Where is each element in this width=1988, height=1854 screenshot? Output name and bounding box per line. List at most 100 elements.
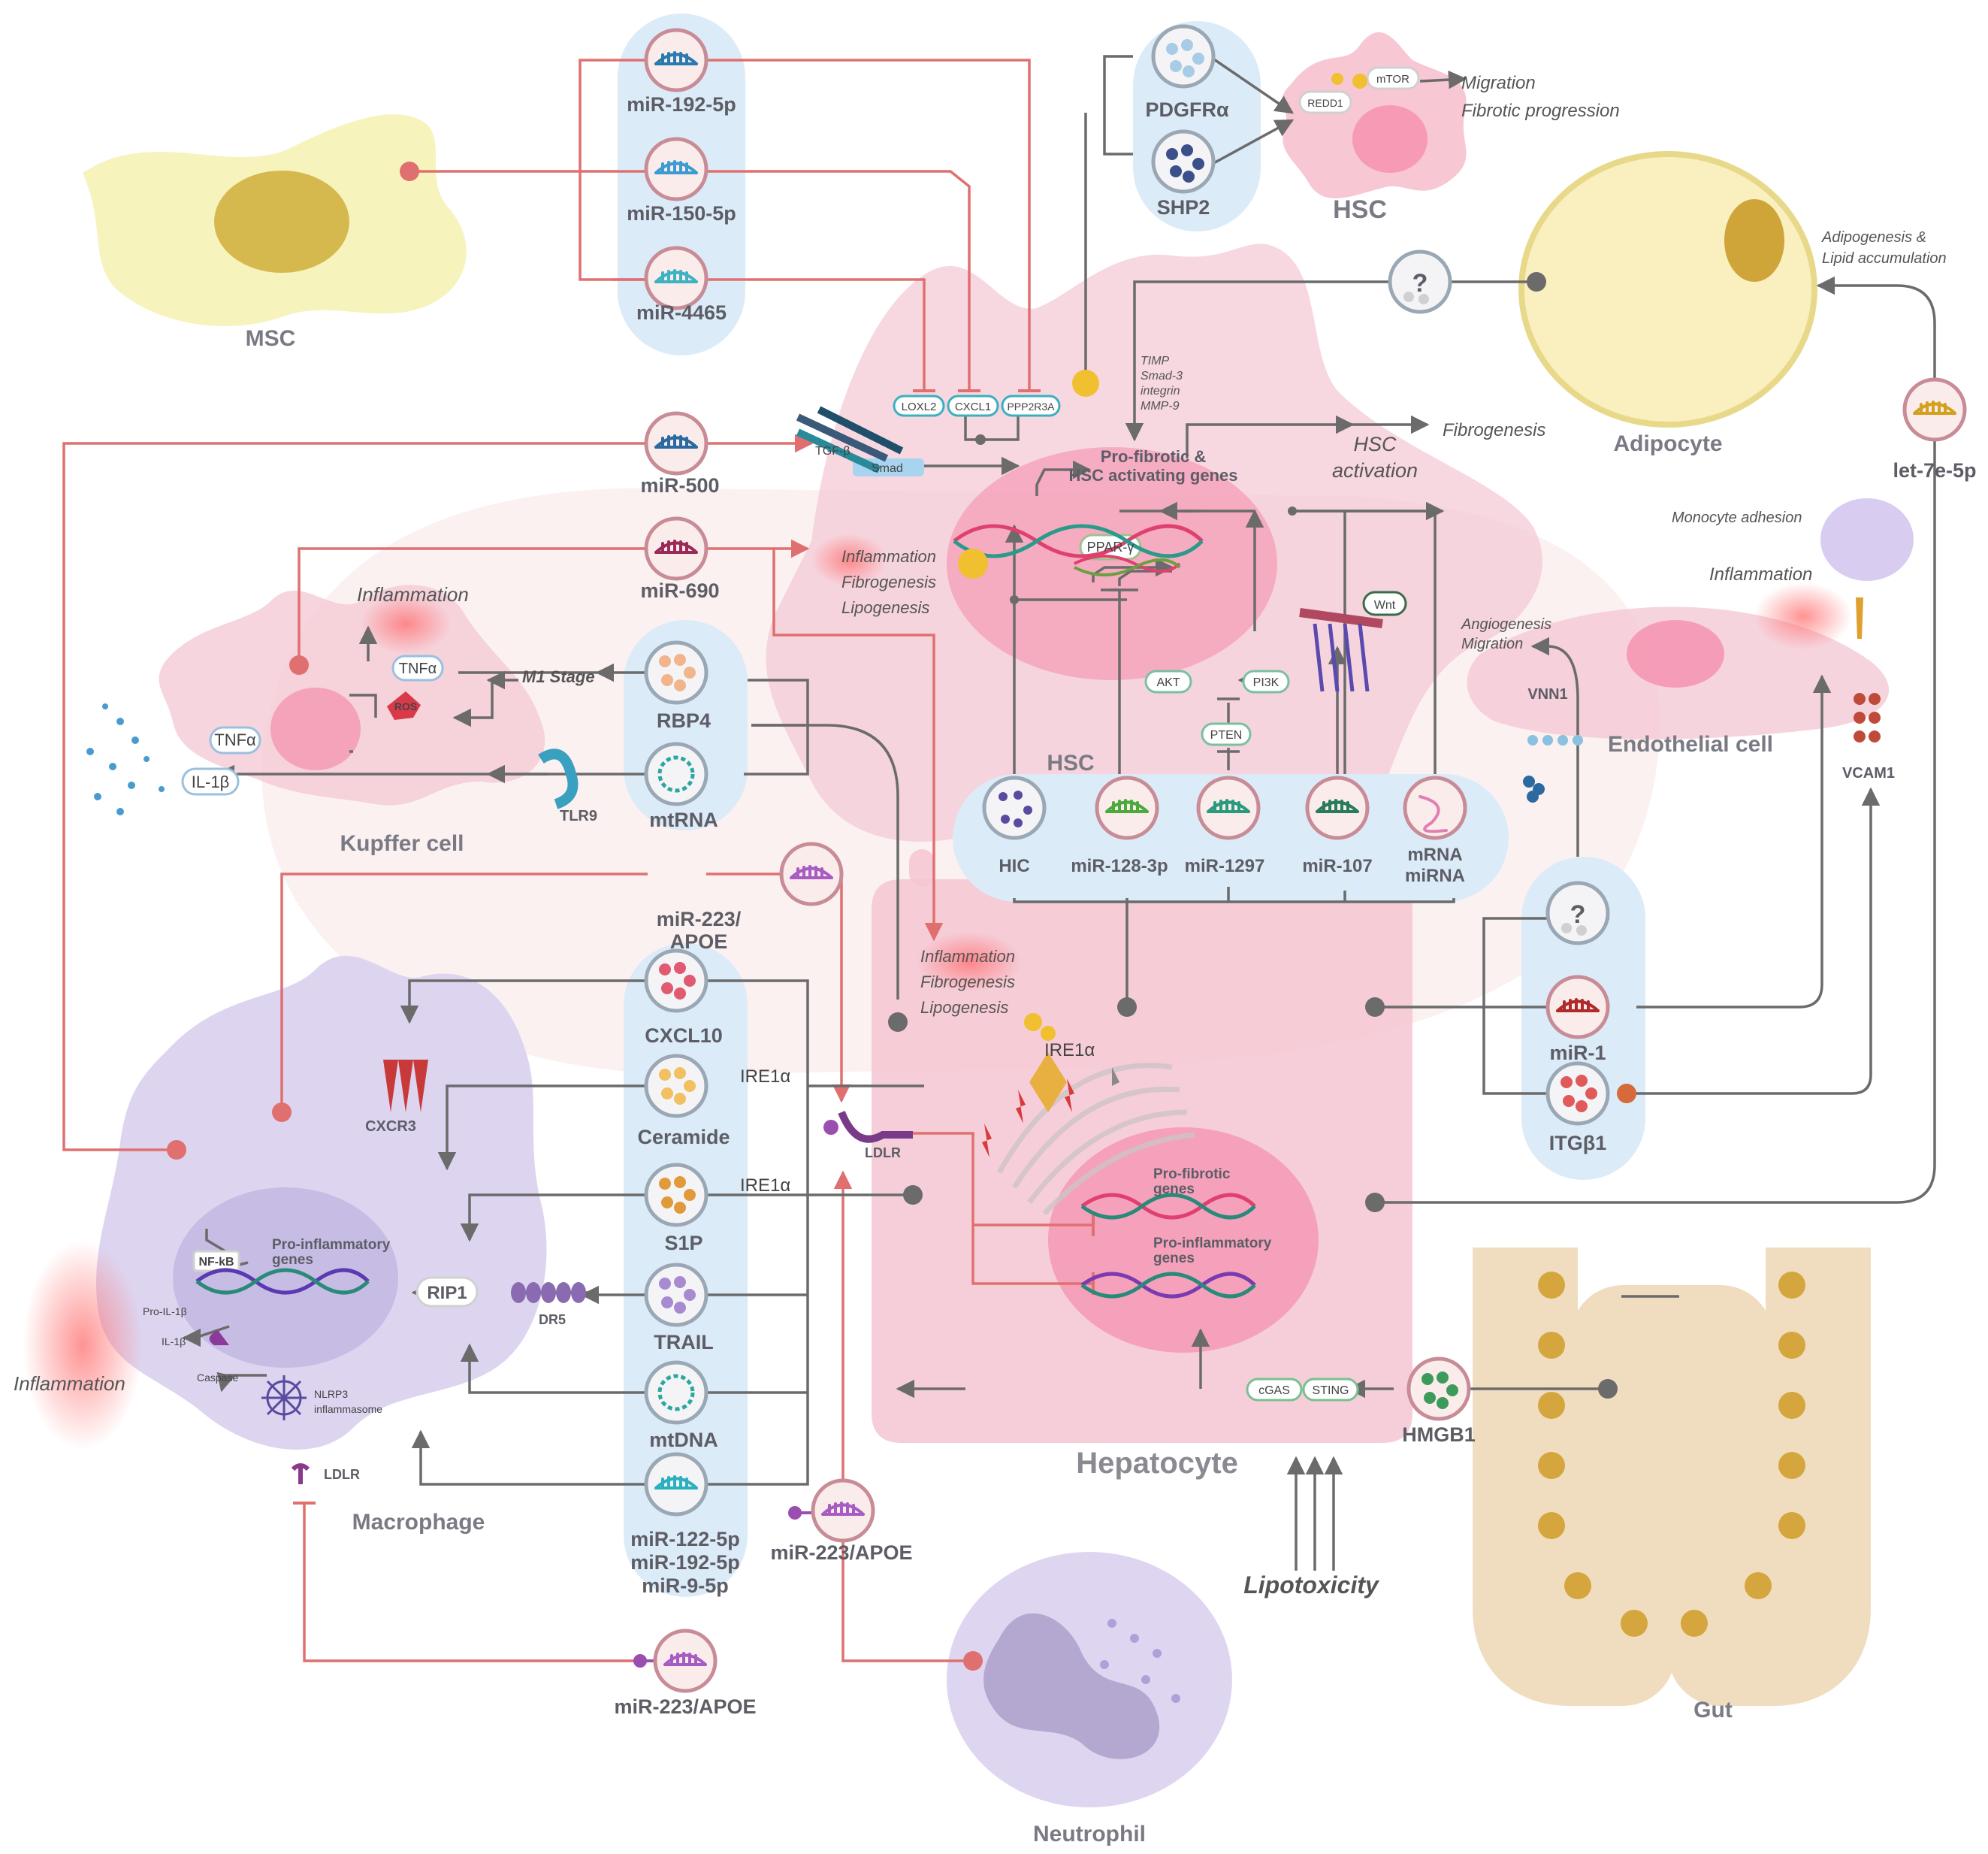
rip1-label: RIP1 bbox=[427, 1283, 467, 1303]
ev-label-mir500: miR-500 bbox=[640, 474, 719, 497]
ev-label-mir1: miR-1 bbox=[1549, 1042, 1606, 1064]
angiogenesis-label: Angiogenesis bbox=[1461, 616, 1551, 633]
migration-label: Migration bbox=[1461, 73, 1536, 93]
neutrophil-label: Neutrophil bbox=[1033, 1822, 1146, 1846]
fibrogenesis-label-1: Fibrogenesis bbox=[841, 573, 936, 591]
sting-label: STING bbox=[1313, 1384, 1349, 1397]
smad3-label: Smad-3 bbox=[1141, 370, 1183, 383]
hep-proinflammatory-label-2: genes bbox=[1153, 1251, 1195, 1266]
ev-label-ceramide: Ceramide bbox=[637, 1126, 730, 1148]
ev-label-mir107: miR-107 bbox=[1302, 856, 1372, 876]
pathway-lines bbox=[62, 55, 1936, 1671]
mtor-label: mTOR bbox=[1376, 73, 1409, 86]
il1b-mac-label: IL-1β bbox=[162, 1335, 186, 1347]
adipocyte-cell bbox=[1518, 151, 1817, 428]
ev-vesicles bbox=[644, 24, 1967, 1693]
il1b-out-label: IL-1β bbox=[192, 773, 230, 791]
hsc-center-nucleus bbox=[947, 447, 1277, 680]
msc-nucleus bbox=[214, 171, 349, 273]
tnfa-out-label: TNFα bbox=[214, 730, 256, 749]
inflammation-kupffer-label: Inflammation bbox=[357, 583, 469, 606]
pi3k-label: PI3K bbox=[1253, 676, 1280, 689]
redd1-label: REDD1 bbox=[1307, 97, 1343, 109]
mmp9-label: MMP-9 bbox=[1141, 400, 1180, 413]
ev-label-let7e: let-7e-5p bbox=[1893, 459, 1976, 482]
adipocyte-label: Adipocyte bbox=[1613, 431, 1722, 456]
cgas-label: cGAS bbox=[1258, 1384, 1290, 1397]
pro-il1b-label: Pro-IL-1β bbox=[143, 1305, 187, 1317]
ev-label-mir1297: miR-1297 bbox=[1185, 856, 1265, 876]
fibrogenesis-label: Fibrogenesis bbox=[1443, 420, 1545, 440]
tgfb-label: TGF-β bbox=[815, 445, 850, 458]
caspase-label: Caspase bbox=[197, 1372, 238, 1384]
fibrogenesis-label-2: Fibrogenesis bbox=[920, 972, 1015, 991]
vcam1-label: VCAM1 bbox=[1842, 765, 1895, 782]
ev-label-pdgfra: PDGFRα bbox=[1145, 98, 1229, 121]
inflammation-label-1: Inflammation bbox=[841, 547, 936, 566]
akt-label: AKT bbox=[1156, 676, 1180, 689]
ev-label-itgb1: ITGβ1 bbox=[1549, 1132, 1607, 1154]
hsc-center-label: HSC bbox=[1047, 751, 1094, 776]
lipotoxicity-label: Lipotoxicity bbox=[1243, 1571, 1380, 1598]
timp-label: TIMP bbox=[1141, 355, 1170, 367]
hsc-activation-label-1: HSC bbox=[1353, 433, 1397, 455]
msc-label: MSC bbox=[246, 326, 296, 351]
ev-label-mir223-top-2: APOE bbox=[670, 930, 728, 953]
ev-label-mir223-mid: miR-223/APOE bbox=[770, 1541, 912, 1564]
ev-label-s1p: S1P bbox=[664, 1232, 702, 1254]
ev-label-mir128: miR-128-3p bbox=[1071, 856, 1168, 876]
inflammation-mac-label: Inflammation bbox=[14, 1372, 125, 1395]
ppp2r3a-label: PPP2R3A bbox=[1007, 401, 1055, 413]
hep-profibrotic-label-2: genes bbox=[1153, 1181, 1195, 1197]
ev-label-trail: TRAIL bbox=[654, 1331, 713, 1353]
integrin-label: integrin bbox=[1141, 385, 1180, 398]
cxcr3-label: CXCR3 bbox=[365, 1118, 416, 1135]
ev-label-mir223-top-1: miR-223/ bbox=[657, 908, 742, 930]
nlrp3-label-1: NLRP3 bbox=[314, 1388, 348, 1400]
lipogenesis-label-1: Lipogenesis bbox=[841, 598, 929, 617]
hsc-activation-label-2: activation bbox=[1332, 459, 1418, 482]
text-layer: MSC HSC HSC Adipocyte Kupffer cell Endot… bbox=[14, 73, 1977, 1846]
macrophage-nucleus bbox=[173, 1187, 398, 1368]
unknown-ev-endothelial: ? bbox=[1570, 900, 1586, 929]
pro-inflammatory-genes-label-1: Pro-inflammatory bbox=[272, 1237, 391, 1253]
ev-label-mir223-bottom: miR-223/APOE bbox=[614, 1695, 756, 1718]
ev-protein-dots bbox=[659, 39, 1597, 1409]
ire1a-hep-label: IRE1α bbox=[1044, 1040, 1095, 1060]
tlr9-label: TLR9 bbox=[560, 808, 597, 824]
hepatocyte-label: Hepatocyte bbox=[1076, 1447, 1238, 1480]
ev-label-mtrna: mtRNA bbox=[649, 809, 718, 831]
ev-label-cxcl10: CXCL10 bbox=[645, 1024, 723, 1047]
kupffer-label: Kupffer cell bbox=[340, 831, 464, 856]
ldlr-hep-label: LDLR bbox=[865, 1145, 901, 1160]
pparg-label: PPAR-γ bbox=[1087, 540, 1134, 555]
vnn1-label: VNN1 bbox=[1527, 686, 1567, 703]
ev-label-mir192: miR-192-5p bbox=[627, 93, 736, 116]
inflammation-label-2: Inflammation bbox=[920, 947, 1015, 966]
nfkb-label: NF-kB bbox=[198, 1256, 234, 1269]
ev-label-mir4465: miR-4465 bbox=[636, 301, 727, 324]
hep-profibrotic-label-1: Pro-fibrotic bbox=[1153, 1166, 1231, 1182]
ire1a-label-2: IRE1α bbox=[740, 1175, 790, 1196]
endoplasmic-reticulum bbox=[996, 1063, 1195, 1216]
pro-inflammatory-genes-label-2: genes bbox=[272, 1252, 313, 1268]
monocyte-adhesion-label: Monocyte adhesion bbox=[1672, 510, 1802, 526]
pten-label: PTEN bbox=[1210, 729, 1243, 742]
fibrotic-progression-label: Fibrotic progression bbox=[1461, 101, 1620, 121]
profibrotic-genes-label-1: Pro-fibrotic & bbox=[1101, 447, 1207, 466]
loxl2-label: LOXL2 bbox=[902, 401, 937, 413]
ldlr-mac-label: LDLR bbox=[324, 1467, 360, 1482]
ev-label-mir122-2: miR-192-5p bbox=[630, 1551, 740, 1574]
profibrotic-genes-label-2: HSC activating genes bbox=[1069, 466, 1238, 485]
hsc-top-label: HSC bbox=[1333, 195, 1387, 224]
gut-villi bbox=[1473, 1248, 1871, 1706]
unknown-ev-top: ? bbox=[1412, 269, 1428, 298]
adipogenesis-label-2: Lipid accumulation bbox=[1822, 250, 1947, 267]
ire1a-label-1: IRE1α bbox=[740, 1066, 790, 1087]
macrophage-label: Macrophage bbox=[352, 1510, 485, 1535]
ev-label-mir122-3: miR-9-5p bbox=[642, 1574, 729, 1597]
gut-label: Gut bbox=[1693, 1698, 1733, 1722]
dr5-label: DR5 bbox=[539, 1312, 566, 1327]
nlrp3-label-2: inflammasome bbox=[314, 1403, 382, 1415]
